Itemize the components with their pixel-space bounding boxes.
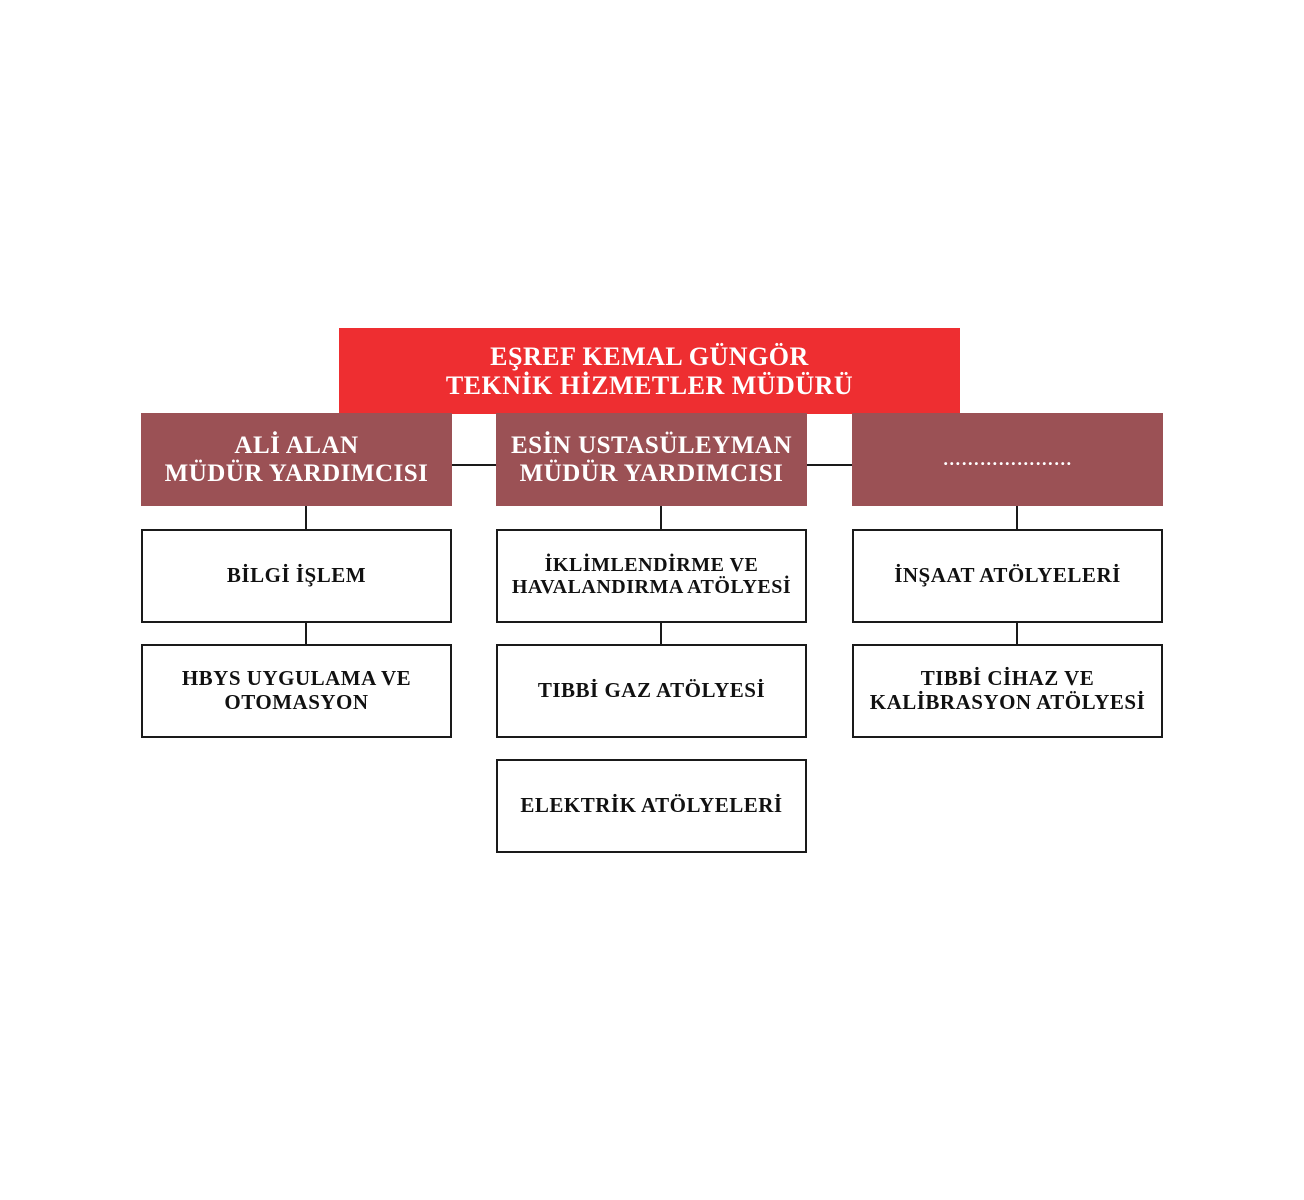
unit-label: BİLGİ İŞLEM bbox=[226, 563, 367, 588]
unit-label: TIBBİ GAZ ATÖLYESİ bbox=[537, 678, 766, 703]
unit-label-line2: HAVALANDIRMA ATÖLYESİ bbox=[511, 576, 792, 598]
unit-label-line1: İKLİMLENDİRME VE bbox=[544, 553, 759, 576]
deputy-node-ali-alan: ALİ ALAN MÜDÜR YARDIMCISI bbox=[141, 413, 452, 506]
unit-label-line2: KALİBRASYON ATÖLYESİ bbox=[869, 690, 1146, 714]
deputy-name: ………………… bbox=[942, 449, 1073, 470]
head-name: EŞREF KEMAL GÜNGÖR bbox=[490, 341, 809, 371]
unit-tibbi-cihaz: TIBBİ CİHAZ VE KALİBRASYON ATÖLYESİ bbox=[852, 644, 1163, 738]
unit-label-line1: HBYS UYGULAMA VE bbox=[181, 666, 412, 691]
deputy-node-esin-ustasuleyman: ESİN USTASÜLEYMAN MÜDÜR YARDIMCISI bbox=[496, 413, 807, 506]
unit-label-line1: TIBBİ CİHAZ VE bbox=[920, 666, 1095, 691]
deputy-title: MÜDÜR YARDIMCISI bbox=[519, 459, 784, 487]
unit-iklimlendirme: İKLİMLENDİRME VE HAVALANDIRMA ATÖLYESİ bbox=[496, 529, 807, 623]
unit-label: ELEKTRİK ATÖLYELERİ bbox=[520, 793, 783, 818]
deputy-name: ESİN USTASÜLEYMAN bbox=[510, 431, 792, 459]
unit-label-line2: OTOMASYON bbox=[224, 690, 369, 714]
unit-insaat: İNŞAAT ATÖLYELERİ bbox=[852, 529, 1163, 623]
unit-label: İNŞAAT ATÖLYELERİ bbox=[894, 563, 1121, 588]
deputy-name: ALİ ALAN bbox=[234, 431, 359, 459]
unit-bilgi-islem: BİLGİ İŞLEM bbox=[141, 529, 452, 623]
deputy-node-vacant: ………………… bbox=[852, 413, 1163, 506]
unit-tibbi-gaz: TIBBİ GAZ ATÖLYESİ bbox=[496, 644, 807, 738]
deputy-title: MÜDÜR YARDIMCISI bbox=[164, 459, 429, 487]
unit-hbys-uygulama: HBYS UYGULAMA VE OTOMASYON bbox=[141, 644, 452, 738]
head-title: TEKNİK HİZMETLER MÜDÜRÜ bbox=[445, 371, 854, 400]
head-node: EŞREF KEMAL GÜNGÖR TEKNİK HİZMETLER MÜDÜ… bbox=[339, 328, 960, 414]
unit-elektrik: ELEKTRİK ATÖLYELERİ bbox=[496, 759, 807, 853]
